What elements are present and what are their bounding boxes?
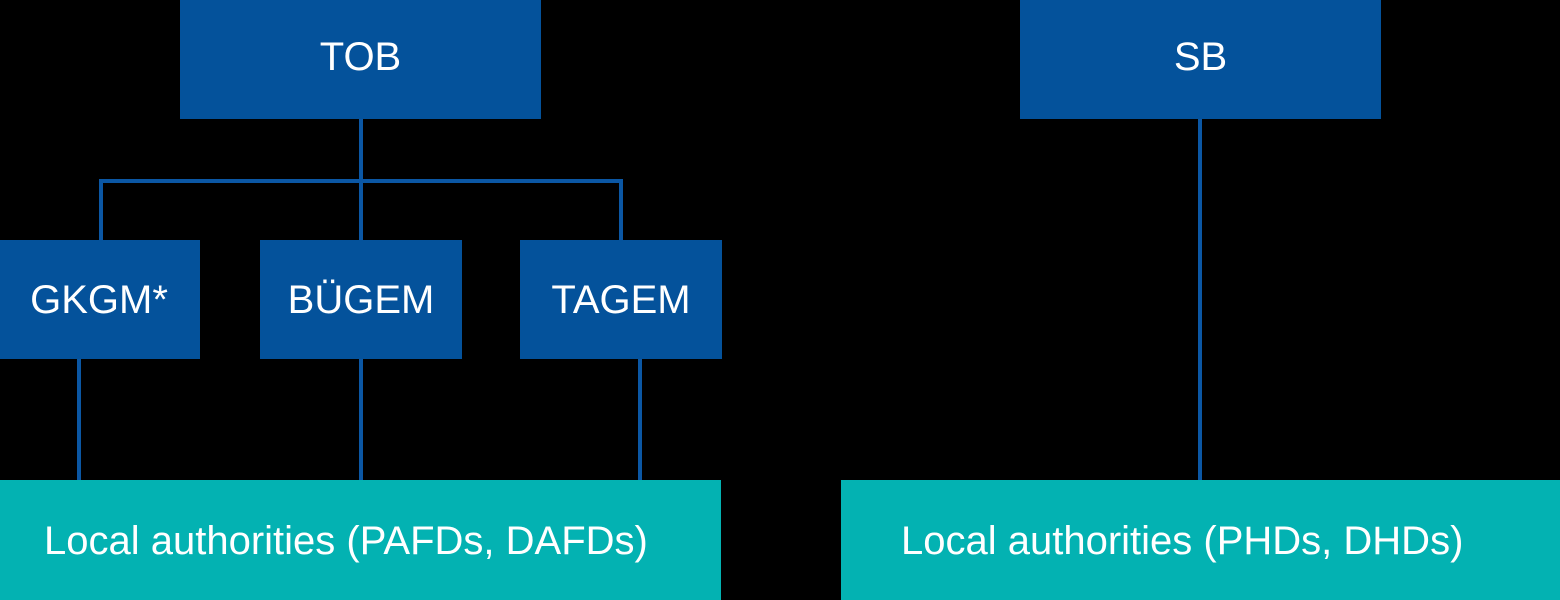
connector-bus-to-tagem: [619, 179, 623, 241]
node-gkgm[interactable]: GKGM*: [0, 240, 200, 359]
connector-tob-stem: [359, 119, 363, 182]
connector-bugem-to-local-authorities: [359, 359, 363, 481]
connector-gkgm-to-local-authorities: [77, 359, 81, 481]
node-gkgm-label: GKGM*: [30, 277, 168, 322]
node-tagem[interactable]: TAGEM: [520, 240, 722, 359]
connector-tagem-to-local-authorities: [638, 359, 642, 481]
node-sb-label: SB: [1173, 34, 1228, 79]
connector-sb-to-local-authorities: [1198, 119, 1202, 481]
node-local-authorities-right-label: Local authorities (PHDs, DHDs): [901, 518, 1464, 563]
node-sb[interactable]: SB: [1020, 0, 1381, 119]
node-tob[interactable]: TOB: [180, 0, 541, 119]
node-local-authorities-left-label: Local authorities (PAFDs, DAFDs): [44, 518, 648, 563]
node-tagem-label: TAGEM: [551, 277, 691, 322]
connector-bus-to-gkgm: [99, 179, 103, 241]
node-local-authorities-left[interactable]: Local authorities (PAFDs, DAFDs): [0, 480, 721, 600]
node-bugem-label: BÜGEM: [287, 277, 435, 322]
node-bugem[interactable]: BÜGEM: [260, 240, 462, 359]
node-tob-label: TOB: [319, 34, 402, 79]
node-local-authorities-right[interactable]: Local authorities (PHDs, DHDs): [841, 480, 1560, 600]
connector-bus-to-bugem: [359, 179, 363, 241]
